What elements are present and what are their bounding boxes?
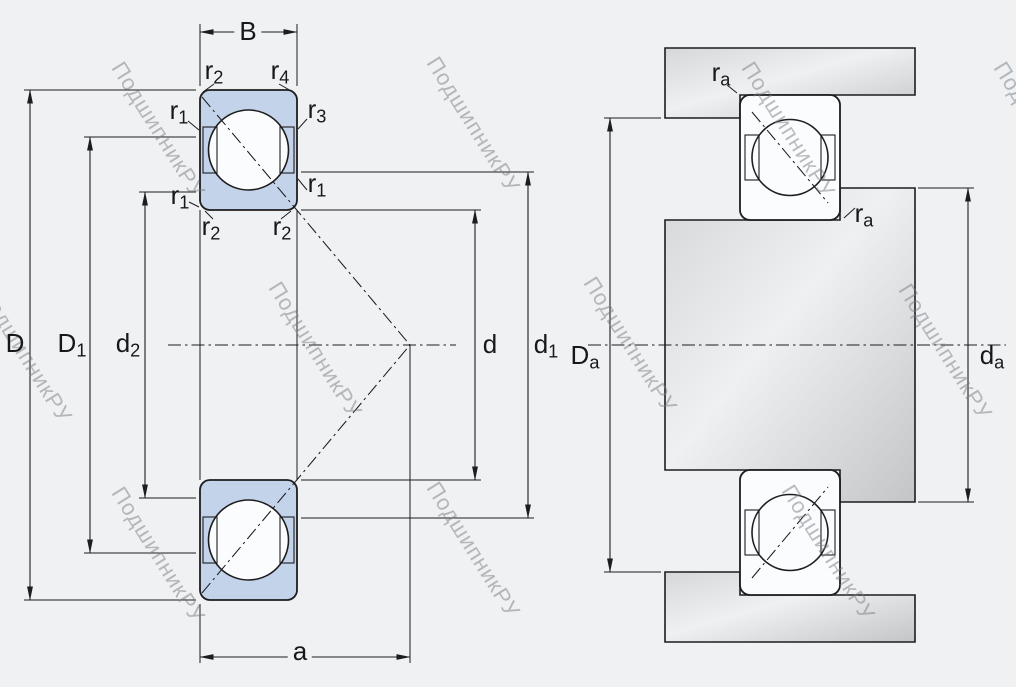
dim-label-Da: Da (570, 340, 600, 373)
bearing-cross-section-view (24, 24, 534, 663)
dim-label-D: D (5, 328, 25, 359)
dim-label-r2-bottom-right: r2 (272, 211, 292, 244)
dim-label-d2: d2 (115, 328, 141, 361)
housing-section-bottom (664, 571, 916, 643)
dim-label-r2-bottom-left: r2 (201, 211, 221, 244)
abutment-view (588, 47, 1006, 643)
dim-label-B: B (234, 18, 262, 48)
housing-section-top (664, 47, 916, 119)
bottom-ball (207, 499, 290, 581)
top-bearing-outline (739, 94, 841, 221)
dim-label-ra-housing: ra (711, 57, 731, 90)
top-ring-section (199, 89, 298, 211)
dim-da (918, 187, 974, 503)
dim-label-da: da (979, 340, 1005, 373)
fillet-leader-lines (187, 83, 308, 220)
dim-d1 (301, 171, 534, 519)
dim-label-d1: d1 (533, 329, 559, 362)
dim-label-ra-shaft: ra (854, 198, 874, 231)
ra-leader-lines (726, 84, 856, 219)
dim-label-r2-top-left: r2 (204, 55, 224, 88)
dim-D (24, 89, 196, 601)
dim-label-r1-inner-right: r1 (307, 168, 327, 201)
dim-label-r3-upper-right: r3 (307, 94, 327, 127)
dim-label-d: d (482, 329, 498, 360)
bottom-bearing-outline (739, 469, 841, 596)
top-cage-left (202, 126, 218, 174)
dim-label-D1: D1 (57, 328, 87, 361)
dim-label-r4-top-right: r4 (270, 55, 290, 88)
bottom-cage-left (202, 516, 218, 564)
top-cage-right (279, 126, 295, 174)
dim-Da (604, 117, 661, 573)
bottom-ring-section (199, 479, 298, 601)
dim-D1 (84, 136, 196, 554)
contact-angle-lines (168, 96, 456, 594)
dim-d (301, 209, 481, 481)
dim-label-r1-upper-left: r1 (169, 95, 189, 128)
top-ball (207, 109, 290, 191)
dim-label-r1-lower-left: r1 (170, 180, 190, 213)
dim-label-a: a (287, 638, 313, 668)
dim-d2 (139, 191, 196, 499)
bottom-cage-right (279, 516, 295, 564)
